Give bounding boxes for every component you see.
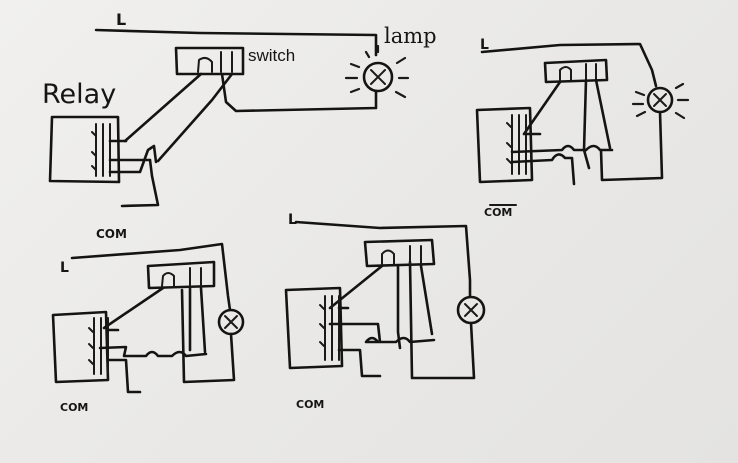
relay-body [51,310,110,384]
com-label: COM [296,398,324,411]
relay-terminal-wires [328,306,436,344]
wire-switch-to-relay-nc [156,72,234,163]
line-wire [70,242,232,312]
relay-body [475,106,534,184]
lamp-label: lamp [384,24,437,48]
com-label: COM [96,227,127,241]
relay-pins [506,114,527,175]
switch-contacts [559,63,597,81]
line-label: L [116,10,126,29]
lamp-icon [362,61,394,93]
wire-lamp-return [408,260,476,380]
relay-terminal-wires [108,139,158,174]
diagram-1: L switch lamp Relay COM [42,10,437,241]
relay-pins [88,317,109,375]
line-label: L [288,212,297,228]
relay-pins [91,123,111,177]
line-label: L [60,260,69,276]
lamp-cross-icon [653,93,667,107]
diagram-3: L COM [51,242,245,414]
relay-body [48,115,121,184]
diagram-2: L COM [475,37,690,219]
switch-body [363,238,436,268]
line-wire [294,220,472,298]
switch-contacts [161,267,202,287]
com-wire [337,348,382,378]
relay-body [284,286,344,370]
switch-label: switch [248,46,295,65]
lamp-rays-icon [631,82,690,120]
relay-pins [319,295,340,361]
com-label: COM [484,206,512,219]
switch-body [146,260,216,290]
line-wire [480,42,658,88]
com-wire [120,158,160,208]
switch-contacts [197,51,233,73]
wire-switch-to-relay-no [123,72,203,143]
wire-lamp-return [180,288,236,384]
relay-hops [584,144,614,152]
relay-terminal-wires [98,328,208,358]
wire-switch-to-relay [522,78,612,170]
diagram-4: L COM [284,212,486,411]
wire-lamp-return [220,72,378,113]
wire-lamp-return [599,110,664,182]
lamp-cross-icon [224,315,238,329]
com-label: COM [60,401,88,414]
com-wire [106,358,142,394]
lamp-rays-icon [344,44,410,99]
switch-contacts [381,245,422,265]
lamp-cross-icon [370,69,386,85]
switch-body [543,58,609,84]
wire-switch-to-relay [102,286,207,354]
lamp-cross-icon [464,303,478,317]
switch-body [174,46,245,76]
relay-label: Relay [42,79,116,110]
line-wire [94,28,378,57]
relay-terminal-wires [510,132,588,186]
line-label: L [480,37,489,53]
